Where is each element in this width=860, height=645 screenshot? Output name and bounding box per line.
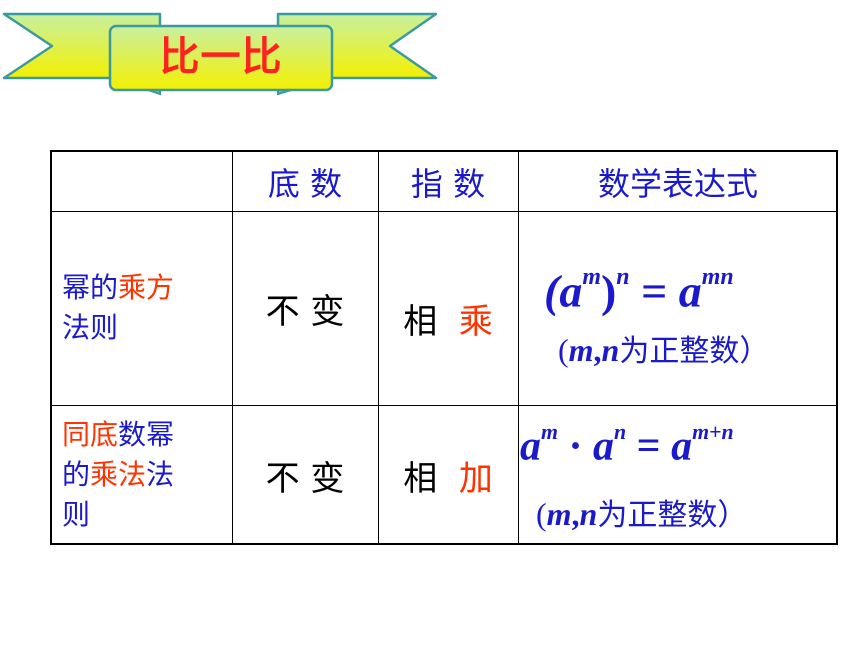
condition-var: m xyxy=(568,332,594,368)
row-label-part: 则 xyxy=(62,498,91,531)
ribbon-banner: 比一比 xyxy=(0,0,440,110)
comma: , xyxy=(593,332,602,368)
row-label-part: 乘法 xyxy=(90,458,147,491)
row-label-part: 幂的 xyxy=(62,271,119,304)
header-expression: 数学表达式 xyxy=(597,164,758,203)
ribbon-shape xyxy=(2,12,438,96)
paren: ( xyxy=(544,265,560,317)
formula-var: a xyxy=(593,423,614,470)
exponent: m+n xyxy=(692,420,734,444)
exponent: mn xyxy=(701,264,734,290)
base-unchanged: 不 变 xyxy=(265,291,345,332)
column-divider xyxy=(232,152,233,543)
header-base: 底 数 xyxy=(267,164,343,203)
formula-var: a xyxy=(520,423,541,470)
condition-var: m xyxy=(546,496,572,532)
formula-var: a xyxy=(671,423,693,470)
header-exponent: 指 数 xyxy=(410,164,486,203)
exponent-op: 乘 xyxy=(458,301,493,342)
comparison-table: 底 数 指 数 数学表达式 幂的乘方 法则 不 变 相 乘 (am)n = am… xyxy=(50,150,838,545)
exponent-operation: 相 乘 xyxy=(378,211,518,405)
column-divider xyxy=(518,152,519,543)
exponent-prefix: 相 xyxy=(403,458,438,499)
formula-var: a xyxy=(678,265,702,317)
condition-var: n xyxy=(601,332,620,368)
paren: ( xyxy=(558,332,569,368)
exponent: n xyxy=(616,264,630,290)
base-unchanged: 不 变 xyxy=(265,458,345,499)
exponent-op: 加 xyxy=(458,458,493,499)
exponent-operation: 相 加 xyxy=(378,405,518,545)
condition-var: n xyxy=(579,496,598,532)
formula-power-of-power: (am)n = amn xyxy=(544,264,734,318)
dot-operator: · xyxy=(568,423,583,470)
row-label-part: 法则 xyxy=(62,311,119,344)
row-label-part: 法 xyxy=(146,458,175,491)
condition-text: 为正整数 xyxy=(619,334,740,369)
row-divider xyxy=(52,211,836,212)
paren: ) xyxy=(600,265,617,317)
equals-sign: = xyxy=(636,423,661,470)
paren: ） xyxy=(739,334,770,369)
condition-note: (m,n为正整数） xyxy=(558,326,769,370)
exponent: n xyxy=(614,420,627,444)
exponent: m xyxy=(541,420,558,444)
row-label-part: 数幂 xyxy=(118,418,175,451)
row-label-part: 乘方 xyxy=(118,271,175,304)
exponent-prefix: 相 xyxy=(403,301,438,342)
formula-var: a xyxy=(559,265,583,317)
condition-text: 为正整数 xyxy=(597,498,718,533)
banner-title: 比一比 xyxy=(159,34,283,80)
equals-sign: = xyxy=(641,265,668,317)
row-label-part: 同底 xyxy=(62,418,119,451)
comma: , xyxy=(571,496,580,532)
row-label-product-rule: 同底数幂 的乘法法 则 xyxy=(52,405,232,545)
row-divider xyxy=(52,405,836,406)
row-label-power-rule: 幂的乘方 法则 xyxy=(52,211,232,405)
exponent: m xyxy=(582,264,601,290)
paren: ） xyxy=(717,498,748,533)
condition-note: (m,n为正整数） xyxy=(536,490,747,534)
paren: ( xyxy=(536,496,547,532)
row-label-part: 的 xyxy=(62,458,91,491)
column-divider xyxy=(378,152,379,543)
formula-product-of-powers: am · an = am+n xyxy=(520,420,734,471)
